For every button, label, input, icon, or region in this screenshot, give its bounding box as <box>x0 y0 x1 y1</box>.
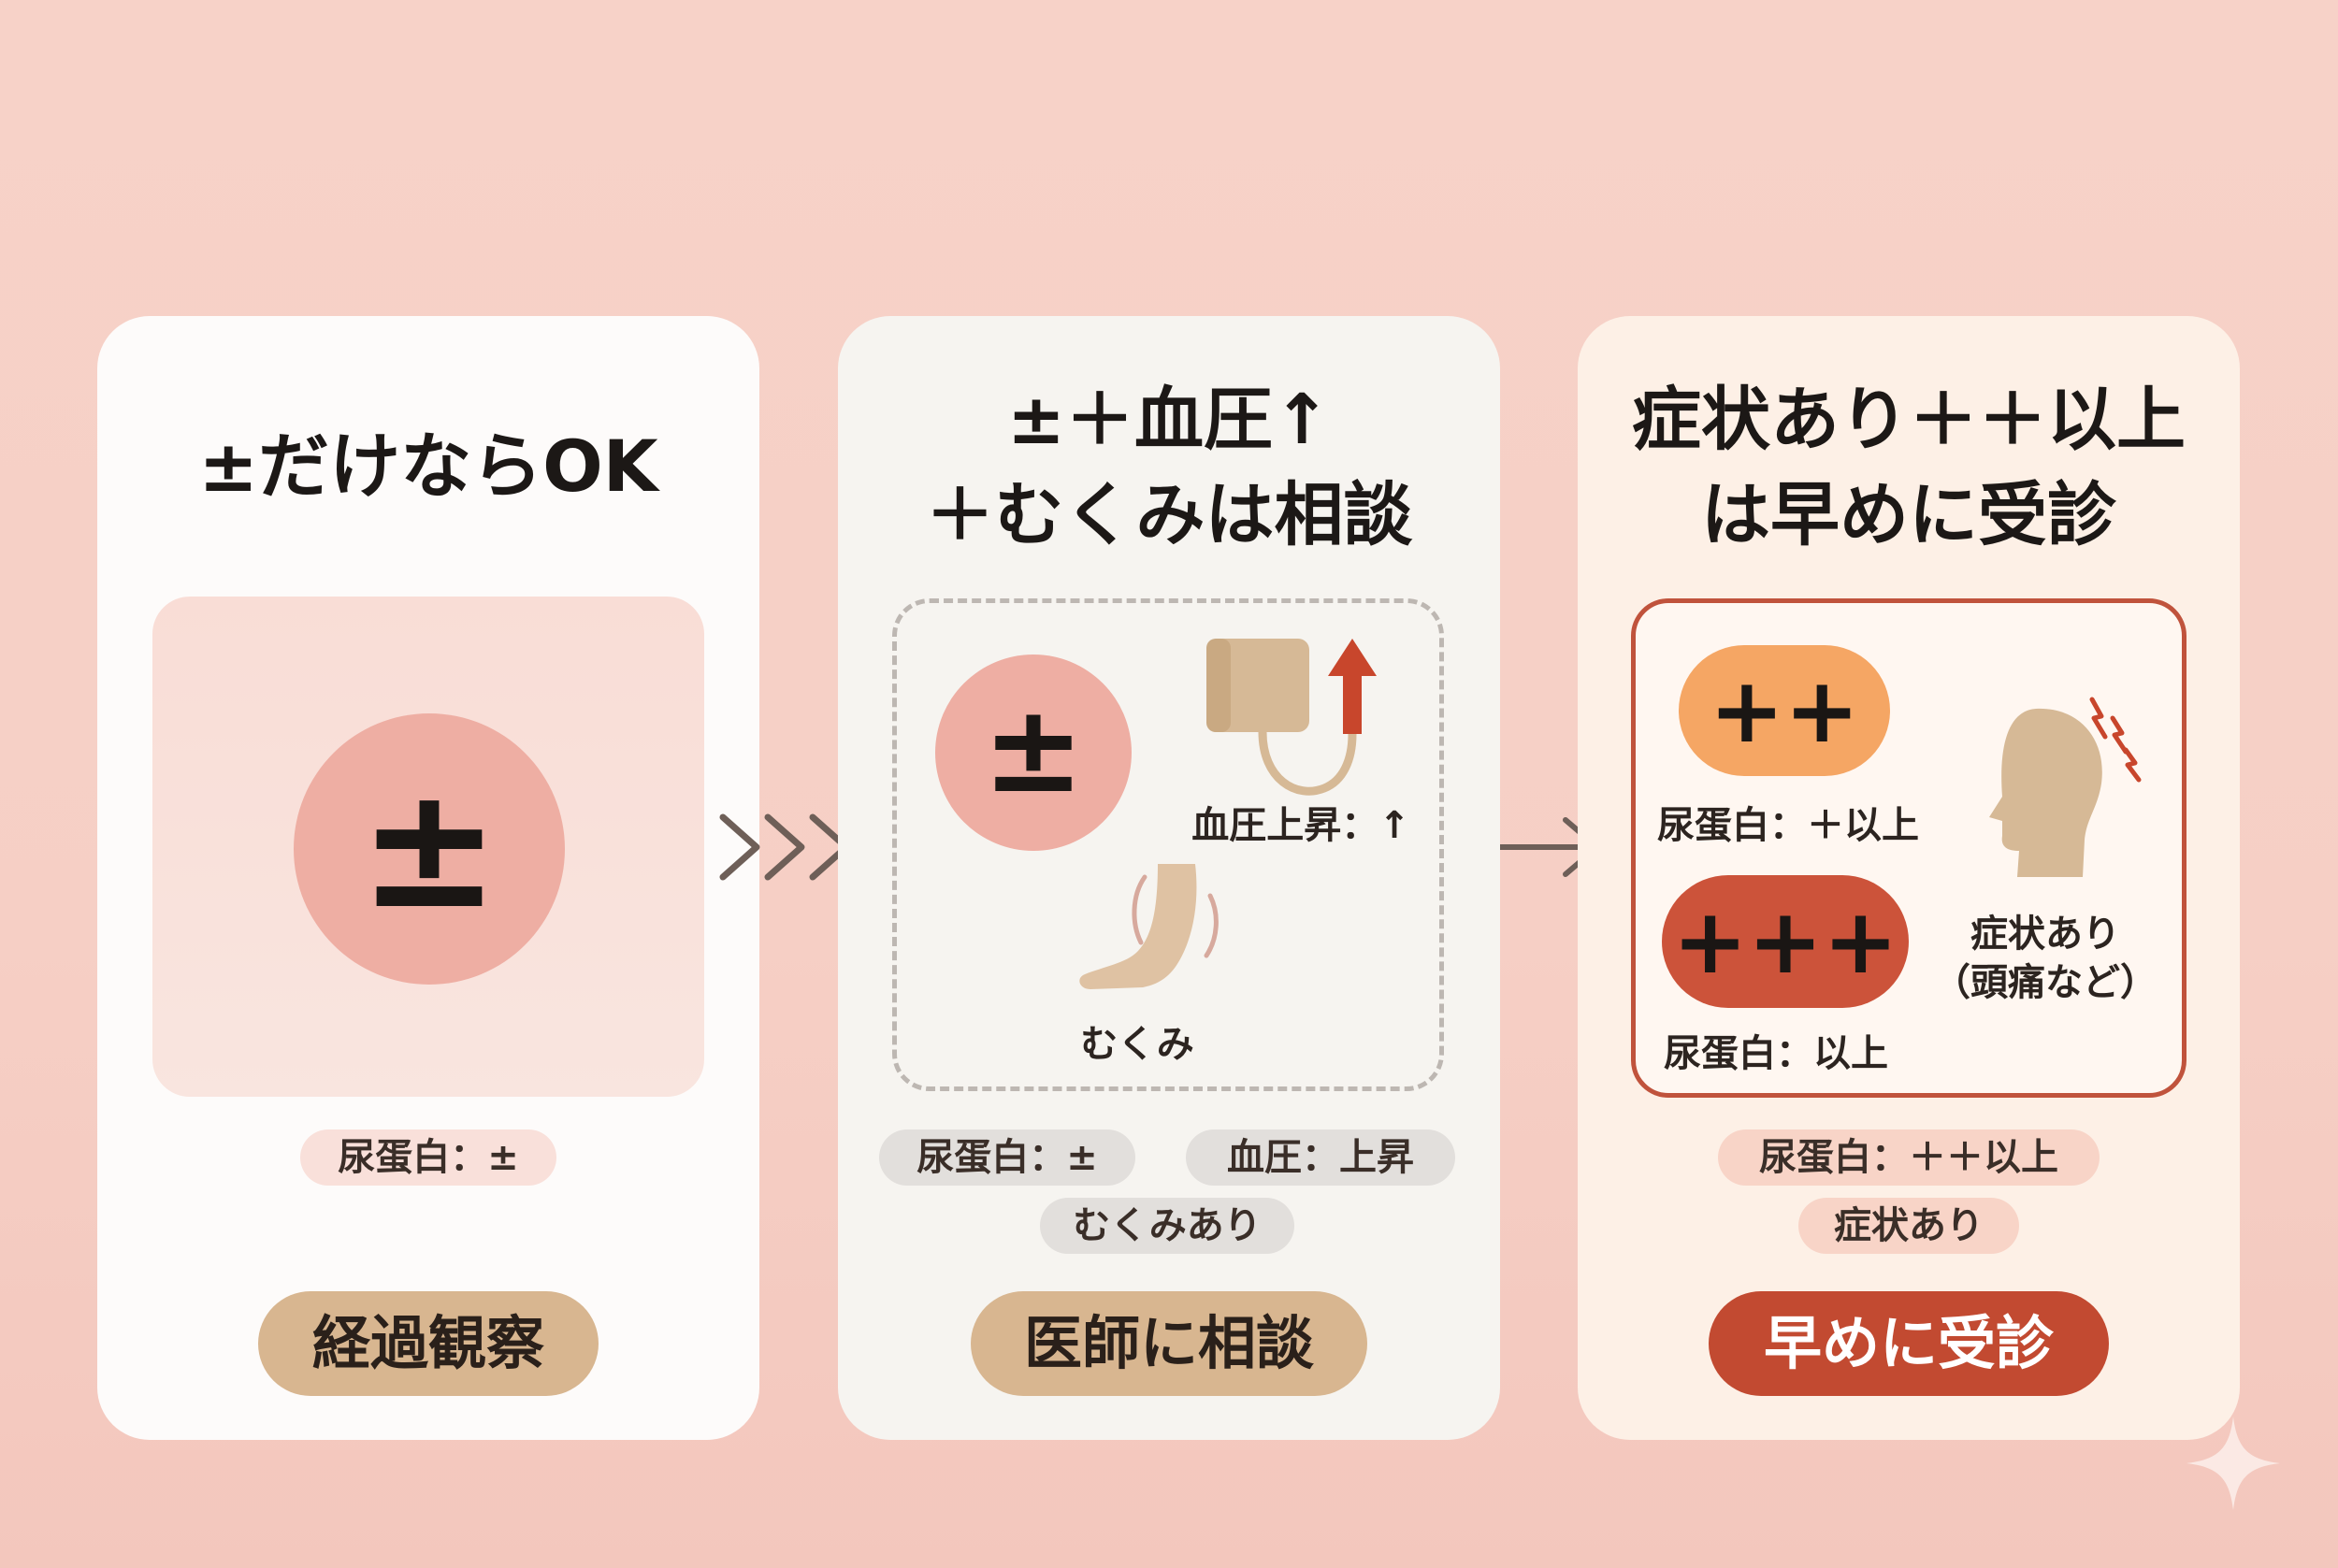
card-observation: ±だけならOK ± 尿蛋白：± 経過観察 <box>97 316 759 1440</box>
plus-minus-circle <box>294 713 565 985</box>
blood-pressure-cuff-icon <box>1206 639 1377 796</box>
card3-tag-protein: 尿蛋白：＋＋以上 <box>1718 1129 2100 1186</box>
card1-title: ±だけならOK <box>198 424 658 508</box>
plus-minus-symbol: ± <box>358 751 500 946</box>
symptom-label-line2: （頭痛など） <box>1933 961 2158 1004</box>
card3-title-line2: は早めに受診 <box>1701 475 2116 555</box>
card-see-doctor: 症状あり＋＋以上 は早めに受診 ++ 尿蛋白：＋以上 +++ 尿蛋白：以上 症状… <box>1578 316 2240 1440</box>
card-consult: ±＋血圧↑ ＋むくみは相談 ± 血圧上昇：↑ むくみ 尿蛋白：± 血圧：上昇 む… <box>838 316 1500 1440</box>
swollen-leg-icon <box>1079 864 1219 989</box>
level-plus-plus-symbol: ++ <box>1709 658 1860 763</box>
bp-rise-label: 血圧上昇：↑ <box>1191 804 1410 847</box>
symptom-label-line1: 症状あり <box>1970 913 2120 956</box>
card3-title-line1: 症状あり＋＋以上 <box>1632 380 2186 460</box>
card1-action-badge: 経過観察 <box>258 1291 599 1396</box>
level-triple-plus-badge: +++ <box>1662 875 1909 1008</box>
level-plus-plus-label: 尿蛋白：＋以上 <box>1657 804 1919 847</box>
card2-dashed-panel <box>892 598 1444 1091</box>
card3-action-badge: 早めに受診 <box>1709 1291 2109 1396</box>
swelling-label: むくみ <box>1080 1023 1194 1066</box>
sparkle-icon <box>2186 1417 2280 1510</box>
card3-tag-symptoms: 症状あり <box>1798 1198 2019 1254</box>
card2-tag-bp: 血圧：上昇 <box>1186 1129 1455 1186</box>
card2-action-badge: 医師に相談 <box>971 1291 1367 1396</box>
plus-minus-circle <box>935 655 1132 851</box>
card1-tag-protein: 尿蛋白：± <box>300 1129 556 1186</box>
card2-title-line1: ±＋血圧↑ <box>1006 380 1331 460</box>
headache-head-icon <box>1989 697 2142 877</box>
card2-tag-swelling: むくみあり <box>1040 1198 1294 1254</box>
card2-tag-protein: 尿蛋白：± <box>879 1129 1135 1186</box>
level-plus-plus-badge: ++ <box>1679 645 1890 776</box>
level-triple-plus-label: 尿蛋白：以上 <box>1664 1032 1888 1075</box>
plus-minus-symbol: ± <box>982 678 1085 820</box>
level-triple-plus-symbol: +++ <box>1672 889 1898 994</box>
card2-title-line2: ＋むくみは相談 <box>925 475 1413 555</box>
